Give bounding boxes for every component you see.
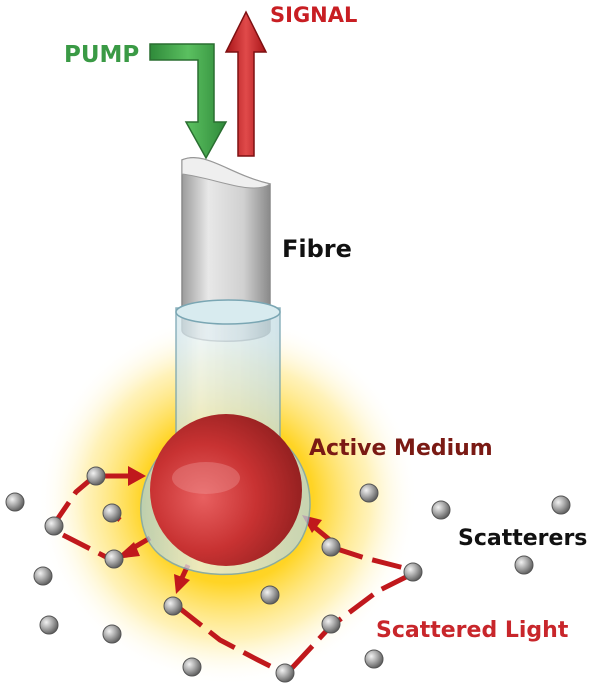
scatterer-ball bbox=[86, 466, 106, 486]
scatterers bbox=[5, 466, 571, 683]
scatterer-ball bbox=[39, 615, 59, 635]
active-medium-label: Active Medium bbox=[309, 436, 493, 461]
pump-label: PUMP bbox=[64, 42, 139, 68]
scatterer-ball bbox=[33, 566, 53, 586]
scatterer-ball bbox=[104, 549, 124, 569]
signal-label: SIGNAL bbox=[270, 3, 357, 27]
scattered-light-label: Scattered Light bbox=[376, 618, 569, 643]
scatterer-ball bbox=[514, 555, 534, 575]
pump-arrow bbox=[149, 43, 228, 160]
fibre-label: Fibre bbox=[282, 235, 352, 263]
scatterer-ball bbox=[359, 483, 379, 503]
scatterer-ball bbox=[163, 596, 183, 616]
signal-arrow bbox=[224, 10, 268, 157]
scatterer-ball bbox=[102, 624, 122, 644]
scatterer-ball bbox=[5, 492, 25, 512]
scatterer-ball bbox=[321, 614, 341, 634]
scatterer-ball bbox=[403, 562, 423, 582]
scatterer-ball bbox=[551, 495, 571, 515]
scattered-light-arrows bbox=[104, 466, 332, 594]
scatterer-ball bbox=[364, 649, 384, 669]
scatterer-ball bbox=[260, 585, 280, 605]
scatterer-ball bbox=[44, 516, 64, 536]
scatterer-ball bbox=[102, 503, 122, 523]
sphere-highlight bbox=[172, 462, 240, 494]
scatterers-label: Scatterers bbox=[458, 526, 587, 551]
scatterer-ball bbox=[182, 657, 202, 677]
active-medium-sphere bbox=[150, 414, 302, 566]
scatterer-ball bbox=[275, 663, 295, 683]
scatterer-ball bbox=[321, 537, 341, 557]
scatterer-ball bbox=[431, 500, 451, 520]
